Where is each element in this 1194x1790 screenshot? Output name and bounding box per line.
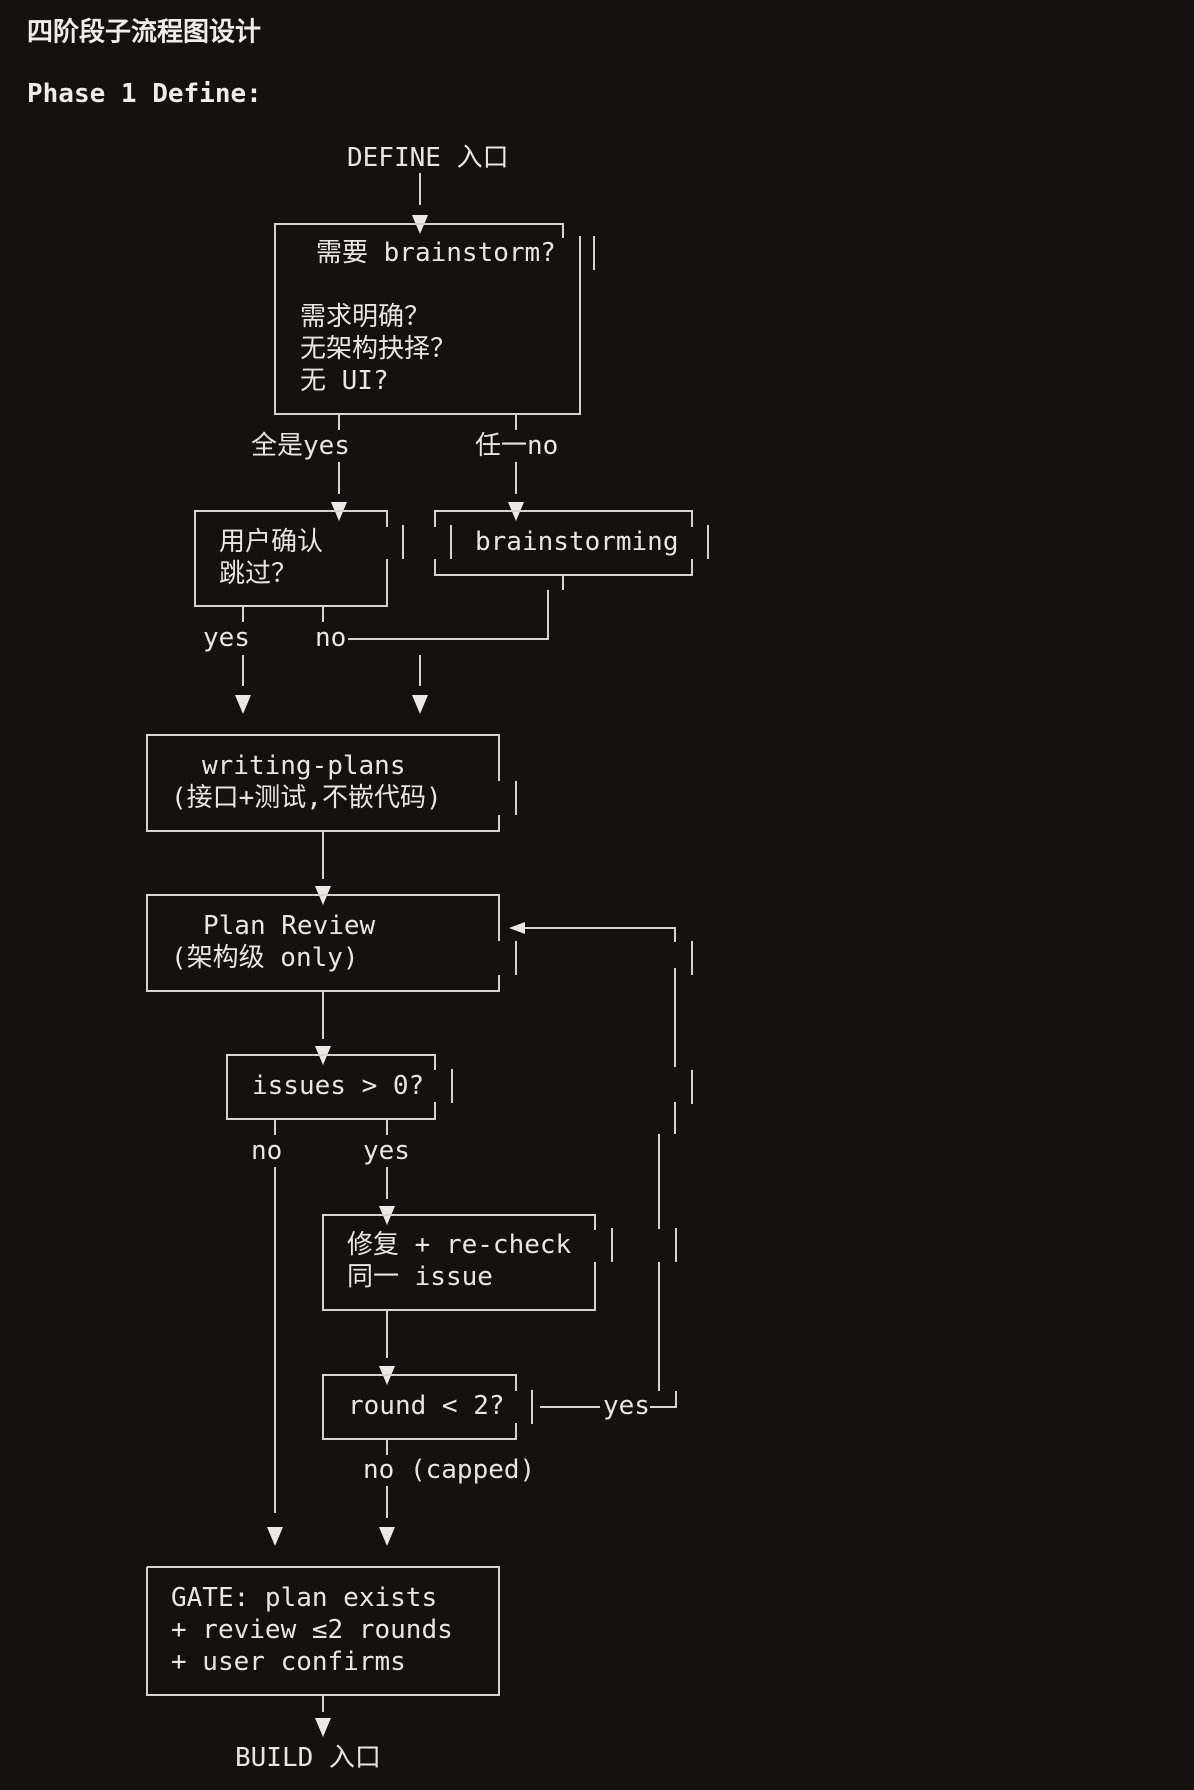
connector-line — [348, 590, 549, 640]
brainstorming-box — [434, 510, 693, 527]
brainstorming-box — [434, 559, 693, 576]
round-decision-box — [322, 1374, 517, 1440]
edge-label-no-capped: no (capped) — [363, 1455, 536, 1485]
user-confirm-skip-node: 用户确认 — [219, 527, 324, 557]
edge-label-any-no: 任一no — [475, 431, 559, 461]
gate-node: + user confirms — [171, 1647, 406, 1677]
plan-review-box — [146, 894, 500, 992]
writing-plans-box — [146, 734, 500, 832]
arrow-down-icon — [412, 695, 428, 714]
feedback-loop-line — [650, 1391, 677, 1408]
issues-decision-box — [226, 1054, 436, 1120]
edge-label-yes: yes — [203, 623, 250, 653]
user-confirm-skip-node: 跳过？ — [219, 559, 298, 589]
page-title: 四阶段子流程图设计 — [27, 17, 262, 48]
writing-plans-node: (接口+测试,不嵌代码) — [171, 783, 442, 813]
arrow-down-icon — [379, 1527, 395, 1546]
writing-plans-node: writing-plans — [202, 751, 406, 781]
edge-label-yes: yes — [603, 1391, 650, 1421]
plan-review-node: (架构级 only) — [171, 943, 359, 973]
arrow-down-icon — [315, 1718, 331, 1737]
define-entry-node: DEFINE 入口 — [347, 143, 509, 173]
arrow-down-icon — [267, 1527, 283, 1546]
fix-recheck-node: 同一 issue — [347, 1262, 493, 1292]
gate-node: + review ≤2 rounds — [171, 1615, 453, 1645]
brainstorm-decision-line: 无 UI? — [300, 366, 389, 396]
arrow-left-icon — [509, 922, 525, 934]
gate-box — [146, 1566, 500, 1696]
user-confirm-box — [194, 510, 388, 607]
section-heading: Phase 1 Define: — [27, 79, 262, 109]
fix-recheck-box — [322, 1214, 596, 1311]
edge-label-yes: yes — [363, 1136, 410, 1166]
gate-node: GATE: plan exists — [171, 1583, 438, 1613]
edge-label-no: no — [251, 1136, 283, 1166]
brainstorm-decision-line: 无架构抉择？ — [300, 334, 457, 364]
feedback-loop-line — [525, 927, 676, 942]
round-decision-node: round < 2? — [348, 1391, 505, 1421]
plan-review-node: Plan Review — [203, 911, 376, 941]
edge-label-no: no — [315, 623, 347, 653]
brainstorm-decision-title: 需要 brainstorm? — [316, 238, 556, 268]
edge-label-all-yes: 全是yes — [251, 431, 350, 461]
build-exit-node: BUILD 入口 — [235, 1743, 381, 1773]
brainstorming-node: brainstorming — [475, 527, 679, 557]
brainstorm-decision-line: 需求明确？ — [300, 302, 431, 332]
brainstorm-decision-box — [274, 223, 581, 415]
issues-decision-node: issues > 0? — [252, 1071, 425, 1101]
fix-recheck-node: 修复 + re-check — [347, 1230, 572, 1260]
arrow-down-icon — [235, 695, 251, 714]
